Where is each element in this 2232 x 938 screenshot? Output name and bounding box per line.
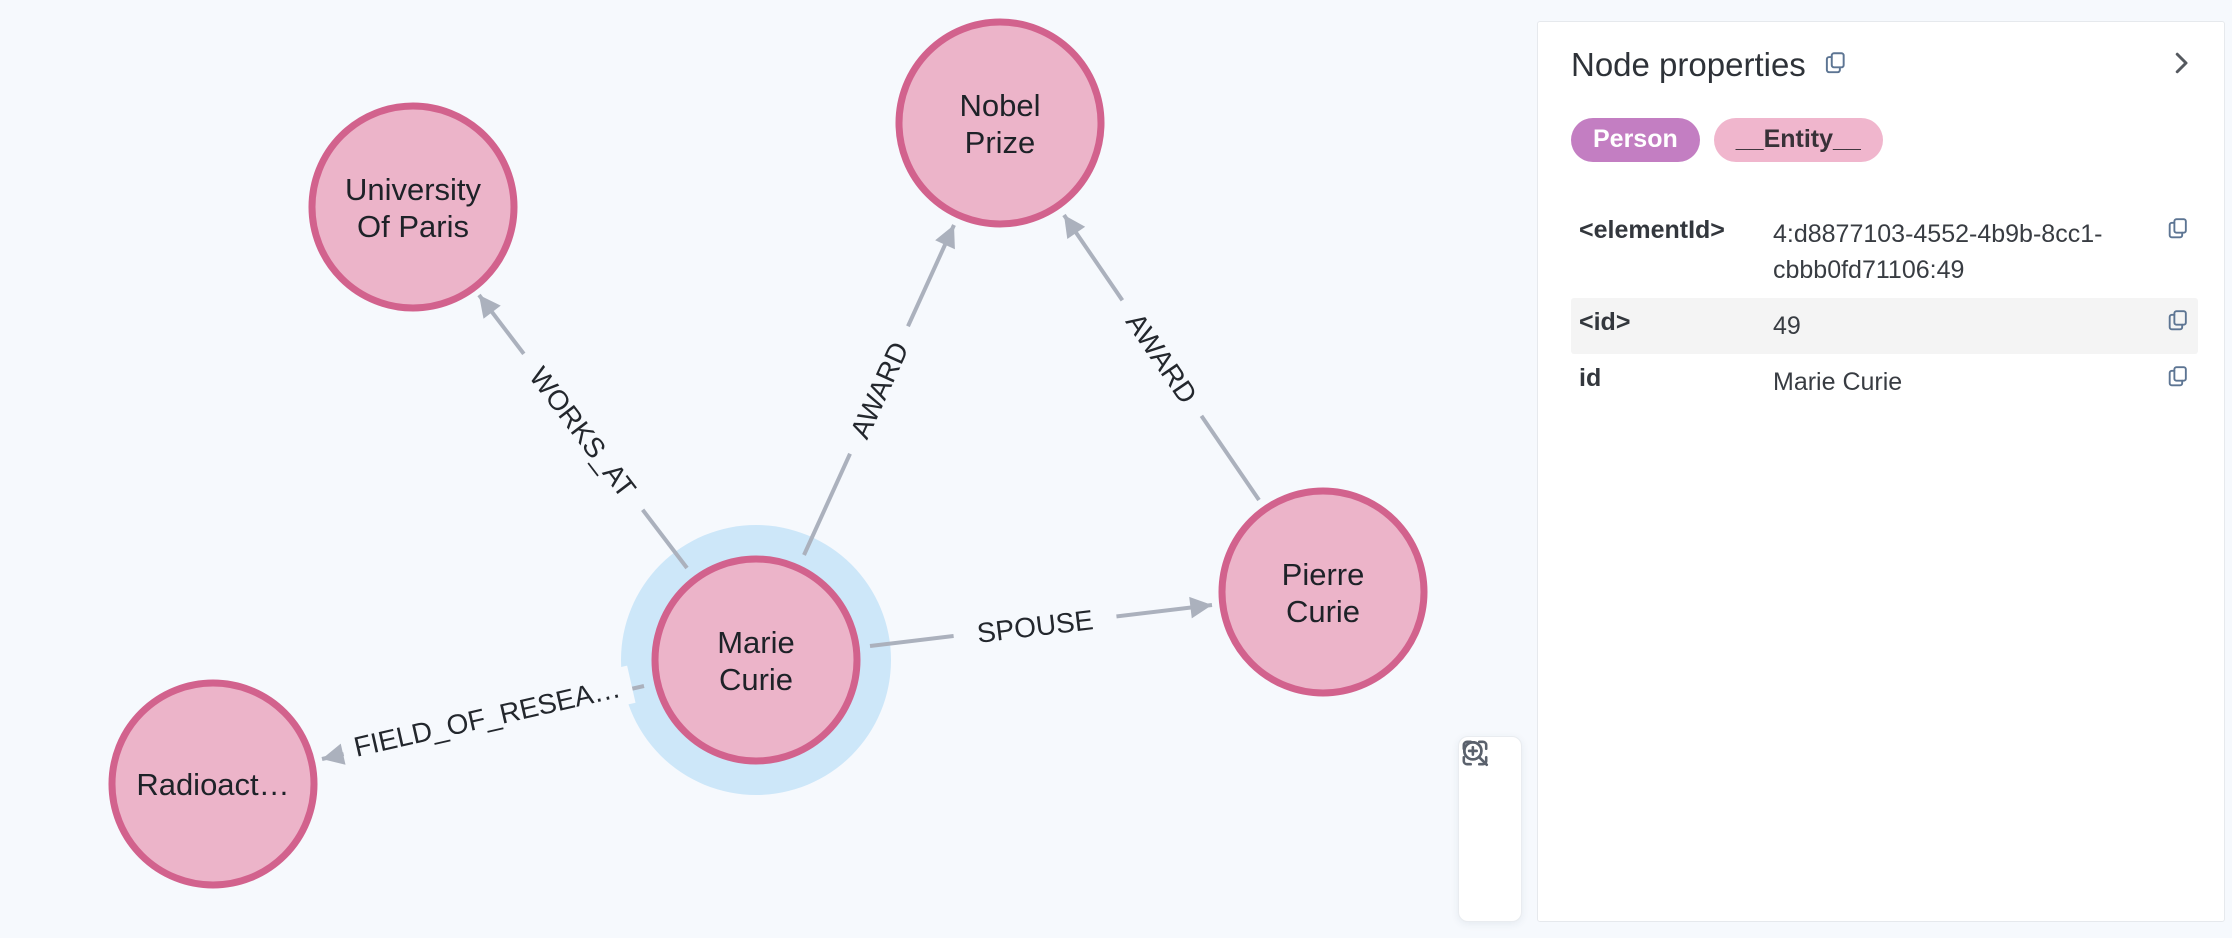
edge-works-at[interactable]: WORKS_AT (477, 293, 689, 570)
copy-value-button[interactable] (2165, 364, 2190, 389)
chevron-right-icon (2175, 52, 2188, 74)
node-nobel-prize[interactable]: Nobel Prize (895, 18, 1105, 228)
property-value: 4:d8877103-4552-4b9b-8cc1-cbbb0fd71106:4… (1773, 219, 2103, 284)
property-row-id-internal: <id> 49 (1571, 298, 2198, 355)
copy-value-button[interactable] (2165, 216, 2190, 241)
property-value: 49 (1773, 312, 1801, 340)
copy-icon (1825, 52, 1845, 74)
zoom-to-fit-button[interactable] (1462, 740, 1512, 907)
edge-award-marie[interactable]: AWARD (802, 224, 956, 556)
edge-field-of-research[interactable]: FIELD_OF_RESEA… (321, 665, 645, 769)
node-radioact[interactable]: Radioact… (108, 679, 318, 889)
node-marie-curie[interactable]: Marie Curie (651, 555, 861, 765)
panel-title: Node properties (1571, 46, 1806, 83)
property-key: id (1579, 364, 1602, 393)
property-value: Marie Curie (1773, 368, 1903, 397)
collapse-panel-button[interactable] (2166, 46, 2196, 80)
panel-header: Node properties (1571, 46, 2198, 84)
edge-label-backdrop (951, 597, 1119, 655)
edge-label-backdrop (338, 665, 636, 769)
edge-label: AWARD (844, 337, 914, 443)
copy-icon (2168, 366, 2187, 387)
copy-all-properties-button[interactable] (1822, 50, 1848, 76)
copy-icon (2168, 217, 2187, 238)
zoom-to-fit-icon (1462, 740, 1488, 766)
edge-award-pierre[interactable]: AWARD (1062, 213, 1261, 502)
node-university-of-paris[interactable]: University Of Paris (308, 102, 518, 312)
zoom-out-button[interactable] (1463, 741, 1512, 851)
edge-label-backdrop (508, 342, 658, 522)
edge-label: FIELD_OF_RESEA… (351, 672, 623, 763)
property-row-elementid: <elementId> 4:d8877103-4552-4b9b-8cc1-cb… (1571, 206, 2198, 299)
copy-value-button[interactable] (2165, 308, 2190, 333)
property-key: <id> (1579, 308, 1631, 336)
edge-label-backdrop (832, 318, 926, 462)
edge-label-backdrop (1106, 289, 1218, 427)
node-properties-panel: Node properties Person __Entity__ <eleme… (1537, 21, 2225, 922)
properties-table: <elementId> 4:d8877103-4552-4b9b-8cc1-cb… (1571, 206, 2198, 411)
edge-label: AWARD (1120, 307, 1203, 409)
property-row-id: id Marie Curie (1571, 354, 2198, 410)
node-labels: Person __Entity__ (1571, 118, 2198, 162)
zoom-controls (1458, 736, 1522, 922)
label-badge-person[interactable]: Person (1571, 118, 1700, 162)
node-pierre-curie[interactable]: Pierre Curie (1218, 487, 1428, 697)
property-key: <elementId> (1579, 215, 1725, 244)
edge-label: WORKS_AT (523, 361, 642, 503)
label-badge-entity[interactable]: __Entity__ (1713, 118, 1883, 162)
copy-icon (2168, 310, 2187, 331)
edge-spouse[interactable]: SPOUSE (869, 596, 1213, 655)
